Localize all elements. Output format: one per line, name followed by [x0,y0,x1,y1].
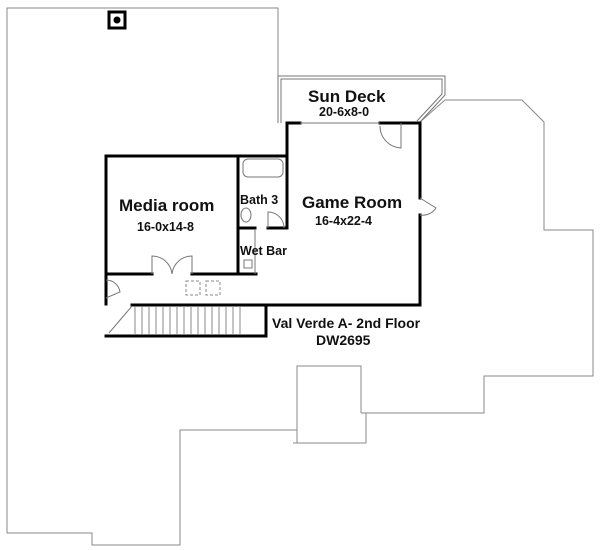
plan-code: DW2695 [316,332,371,348]
sun-deck-outline [277,75,446,123]
attic-hatch [205,280,221,296]
door-swing [379,123,402,149]
game-room-walls [264,121,422,307]
stair-landing [108,305,133,334]
stair-walls [104,303,268,338]
media-room-label: Media room [119,196,214,215]
game-room-size: 16-4x22-4 [315,214,372,228]
wet-bar-label: Wet Bar [240,244,287,258]
sun-deck-size: 20-6x8-0 [319,105,369,119]
stair-treads [134,307,241,334]
bathtub-icon [242,158,284,178]
roof-bay [293,365,367,444]
door-swing [267,211,285,229]
door-swing [419,197,437,216]
plan-title: Val Verde A- 2nd Floor [272,315,421,331]
door-swing [105,279,121,299]
media-room-size: 16-0x14-8 [137,220,194,234]
roof-outline [6,7,297,546]
sink-icon [243,259,253,269]
attic-hatch [185,280,201,296]
media-room-walls [104,154,289,306]
bath-label: Bath 3 [240,193,278,207]
roof-outline-right [361,99,594,414]
game-room-label: Game Room [302,193,402,212]
chimney-icon [107,10,127,30]
sun-deck-label: Sun Deck [308,87,386,106]
toilet-icon [240,207,252,223]
double-door-swing [151,255,193,275]
